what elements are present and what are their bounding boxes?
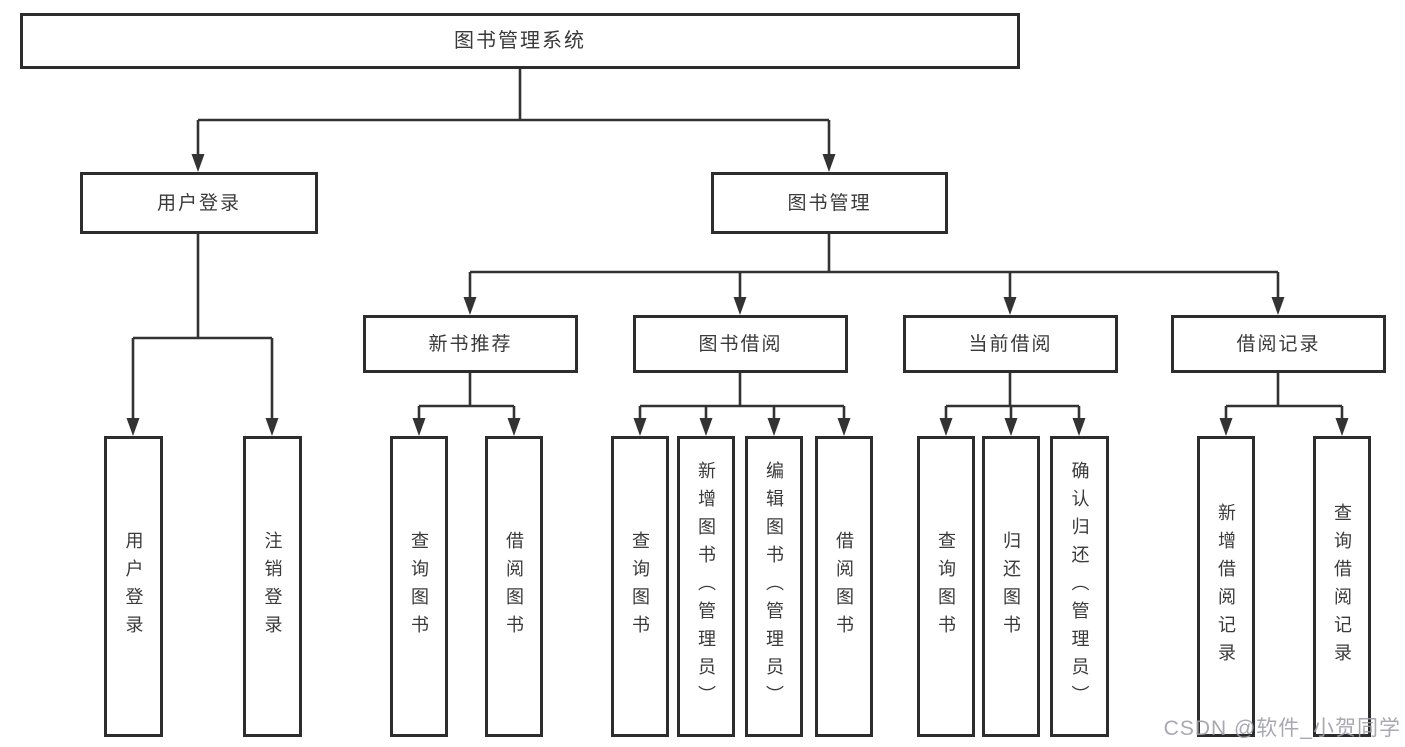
leaf-query-book-2: 查询图书 — [611, 436, 669, 737]
watermark: CSDN @软件_小贺同学 — [1163, 717, 1401, 740]
node-root: 图书管理系统 — [20, 13, 1020, 69]
leaf-confirm-return-admin: 确认归还（管理员） — [1050, 436, 1109, 737]
node-current-borrow: 当前借阅 — [903, 315, 1118, 373]
leaf-return-book: 归还图书 — [982, 436, 1040, 737]
node-user-login: 用户登录 — [80, 172, 318, 234]
leaf-borrow-book-1: 借阅图书 — [485, 436, 543, 737]
leaf-add-borrow-record: 新增借阅记录 — [1197, 436, 1255, 737]
node-book-management: 图书管理 — [711, 172, 948, 234]
node-new-book-recommend: 新书推荐 — [363, 315, 578, 373]
node-borrow-records: 借阅记录 — [1171, 315, 1386, 373]
node-book-borrow: 图书借阅 — [633, 315, 848, 373]
leaf-edit-book-admin: 编辑图书（管理员） — [745, 436, 803, 737]
leaf-borrow-book-2: 借阅图书 — [815, 436, 873, 737]
leaf-query-borrow-record: 查询借阅记录 — [1313, 436, 1371, 737]
leaf-user-login: 用户登录 — [104, 436, 163, 737]
leaf-query-book-3: 查询图书 — [917, 436, 975, 737]
leaf-logout: 注销登录 — [243, 436, 302, 737]
leaf-query-book-1: 查询图书 — [390, 436, 448, 737]
leaf-add-book-admin: 新增图书（管理员） — [677, 436, 735, 737]
